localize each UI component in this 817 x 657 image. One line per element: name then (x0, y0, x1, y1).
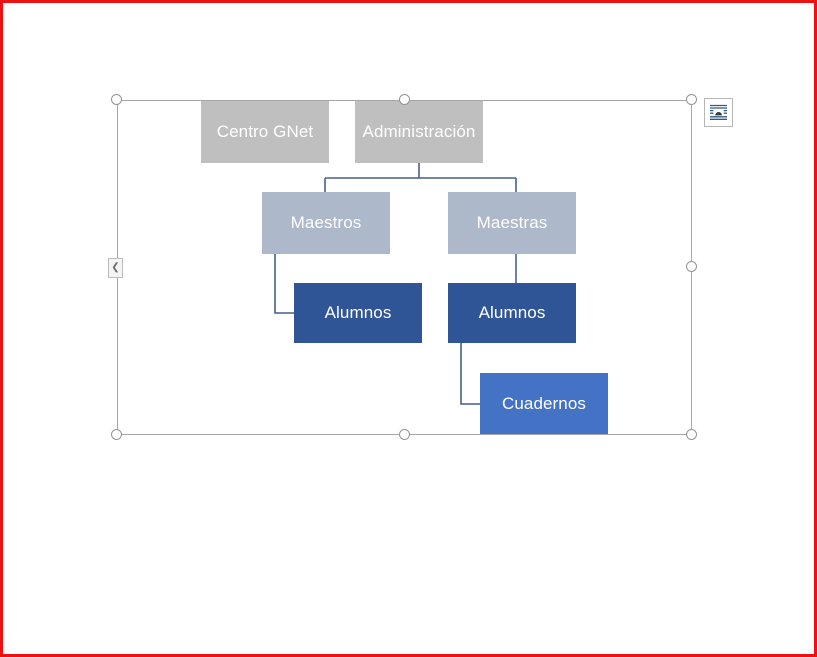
handle-top-left[interactable] (111, 94, 122, 105)
layout-options-button[interactable] (704, 98, 733, 127)
handle-bottom-right[interactable] (686, 429, 697, 440)
diagram-node-administracion[interactable]: Administración (355, 100, 483, 163)
handle-middle-right[interactable] (686, 261, 697, 272)
diagram-node-label: Maestras (476, 213, 548, 232)
handle-top-center[interactable] (399, 94, 410, 105)
layout-options-icon (710, 104, 727, 120)
handle-bottom-left[interactable] (111, 429, 122, 440)
diagram-node-centro-gnet[interactable]: Centro GNet (201, 100, 329, 163)
diagram-node-alumnos-izquierda[interactable]: Alumnos (294, 283, 422, 343)
diagram-node-maestros[interactable]: Maestros (262, 192, 390, 254)
diagram-node-alumnos-derecha[interactable]: Alumnos (448, 283, 576, 343)
diagram-node-label: Cuadernos (501, 394, 587, 413)
diagram-node-label: Alumnos (478, 303, 546, 322)
diagram-node-maestras[interactable]: Maestras (448, 192, 576, 254)
handle-bottom-center[interactable] (399, 429, 410, 440)
document-canvas[interactable]: Centro GNet Administración Maestros Maes… (3, 3, 814, 654)
diagram-node-cuadernos[interactable]: Cuadernos (480, 373, 608, 435)
diagram-node-label: Administración (362, 121, 476, 141)
chevron-left-icon: ❮ (111, 262, 120, 273)
diagram-node-label: Centro GNet (216, 121, 314, 141)
handle-top-right[interactable] (686, 94, 697, 105)
diagram-node-label: Alumnos (324, 303, 392, 322)
text-pane-toggle-button[interactable]: ❮ (108, 258, 123, 278)
diagram-node-label: Maestros (290, 213, 362, 232)
smartart-selection-frame[interactable] (117, 100, 692, 435)
